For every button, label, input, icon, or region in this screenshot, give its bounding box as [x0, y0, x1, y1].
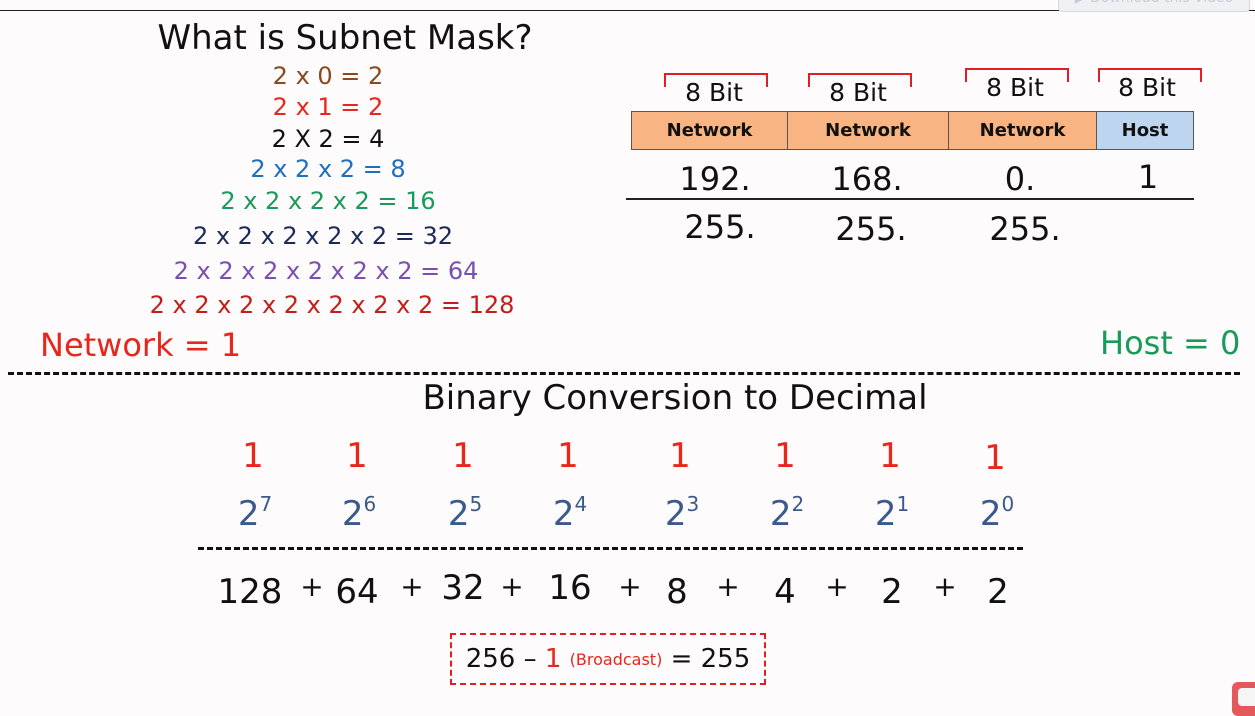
power-exponent: 6	[363, 492, 377, 516]
mask-octet: 255.	[684, 208, 756, 246]
power-of-two: 24	[553, 492, 587, 534]
power-of-two: 25	[448, 492, 482, 534]
bit-label: 8 Bit	[829, 78, 887, 107]
sum-term: 32	[441, 568, 485, 608]
power-base: 2	[664, 494, 687, 534]
bit-label: 8 Bit	[986, 73, 1044, 102]
broadcast-result-box: 256 – 1 (Broadcast) = 255	[450, 633, 766, 685]
bit-value: 1	[346, 436, 368, 476]
equation-line: 2 x 2 x 2 x 2 = 16	[220, 187, 436, 215]
broadcast-note: (Broadcast)	[569, 649, 663, 669]
ip-octet: 192.	[679, 160, 751, 198]
power-exponent: 3	[686, 492, 700, 516]
power-of-two: 20	[980, 492, 1014, 534]
power-base: 2	[769, 494, 792, 534]
power-exponent: 0	[1001, 492, 1015, 516]
section-title: Binary Conversion to Decimal	[422, 378, 928, 418]
power-of-two: 27	[238, 492, 272, 534]
equation-line: 2 x 0 = 2	[272, 62, 384, 90]
equation-line: 2 x 2 x 2 = 8	[250, 155, 406, 183]
octet-type: Host	[1096, 111, 1194, 150]
equation-line: 2 x 2 x 2 x 2 x 2 x 2 = 64	[173, 257, 479, 285]
equation-line: 2 x 1 = 2	[272, 93, 384, 121]
plus-sign: +	[933, 570, 957, 603]
download-video-button[interactable]: ▶ Download this Video	[1058, 0, 1250, 12]
ip-divider	[626, 198, 1194, 200]
power-exponent: 5	[469, 492, 483, 516]
plus-sign: +	[825, 570, 849, 603]
octet-type: Network	[787, 111, 949, 150]
mask-octet: 255.	[835, 210, 907, 248]
sum-term: 16	[548, 568, 592, 608]
sum-divider	[198, 547, 1023, 550]
ip-octet: 1	[1137, 158, 1159, 196]
plus-sign: +	[300, 570, 324, 603]
plus-sign: +	[716, 570, 740, 603]
bracket-1	[664, 73, 768, 87]
bit-value: 1	[242, 436, 264, 476]
bit-value: 1	[452, 436, 474, 476]
equation-line: 2 x 2 x 2 x 2 x 2 = 32	[192, 222, 454, 250]
power-base: 2	[552, 494, 575, 534]
power-exponent: 2	[791, 492, 805, 516]
power-base: 2	[979, 494, 1002, 534]
power-of-two: 21	[875, 492, 909, 534]
bracket-4	[1098, 68, 1202, 82]
sum-term: 8	[666, 572, 688, 612]
result-base: 256 –	[465, 644, 537, 674]
sum-term: 2	[987, 572, 1009, 612]
power-base: 2	[341, 494, 364, 534]
power-exponent: 4	[574, 492, 588, 516]
power-exponent: 7	[259, 492, 273, 516]
power-exponent: 1	[896, 492, 910, 516]
bit-label: 8 Bit	[685, 78, 743, 107]
section-divider	[8, 372, 1240, 375]
network-label: Network = 1	[40, 326, 242, 364]
youtube-subscribe-icon[interactable]	[1232, 682, 1255, 716]
power-base: 2	[447, 494, 470, 534]
bit-value: 1	[984, 438, 1006, 478]
sum-term: 4	[774, 572, 796, 612]
bit-value: 1	[774, 436, 796, 476]
sum-term: 2	[881, 572, 903, 612]
bracket-3	[965, 68, 1069, 82]
slide-title: What is Subnet Mask?	[157, 18, 533, 58]
equation-line: 2 X 2 = 4	[271, 125, 385, 153]
top-divider	[0, 10, 1255, 11]
octet-type: Network	[631, 111, 788, 150]
plus-sign: +	[500, 570, 524, 603]
ip-octet: 168.	[831, 160, 903, 198]
sum-term: 128	[217, 572, 283, 612]
power-of-two: 22	[770, 492, 804, 534]
octet-type: Network	[948, 111, 1097, 150]
bracket-2	[808, 73, 912, 87]
ip-octet: 0.	[1004, 160, 1036, 198]
bit-label: 8 Bit	[1118, 73, 1176, 102]
bit-value: 1	[669, 436, 691, 476]
sum-term: 64	[335, 572, 379, 612]
plus-sign: +	[400, 570, 424, 603]
bit-value: 1	[557, 436, 579, 476]
power-base: 2	[237, 494, 260, 534]
power-of-two: 26	[342, 492, 376, 534]
plus-sign: +	[618, 570, 642, 603]
host-label: Host = 0	[1100, 324, 1241, 362]
result-value: = 255	[670, 644, 751, 674]
bit-value: 1	[879, 436, 901, 476]
equation-line: 2 x 2 x 2 x 2 x 2 x 2 x 2 = 128	[149, 291, 515, 319]
result-broadcast-one: 1	[544, 644, 562, 674]
mask-octet: 255.	[989, 210, 1061, 248]
power-base: 2	[874, 494, 897, 534]
octet-table: Network Network Network Host	[631, 111, 1194, 150]
power-of-two: 23	[665, 492, 699, 534]
